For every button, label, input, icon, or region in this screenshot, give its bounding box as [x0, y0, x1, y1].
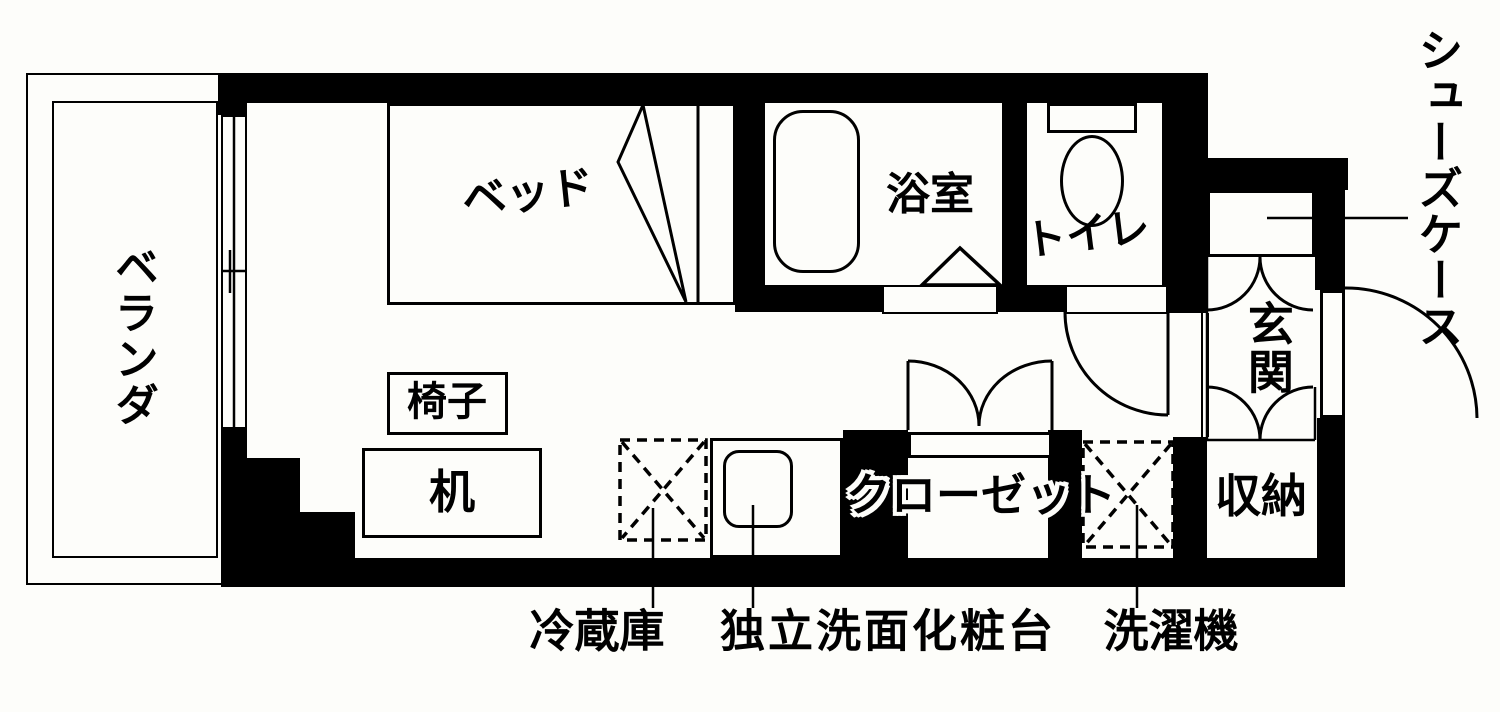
- bath-doorway: [882, 285, 998, 314]
- label-storage: 収納: [1215, 469, 1307, 524]
- toilet-tank: [1047, 103, 1137, 133]
- wall-genkan-top: [1208, 158, 1348, 190]
- wall-window-stub: [218, 101, 247, 115]
- wall-basin-closet: [843, 430, 908, 558]
- wall-step-c: [221, 512, 355, 558]
- closet-door-arc-right: [977, 359, 1053, 427]
- wall-bath-left: [735, 103, 765, 312]
- label-closet: クローゼット: [845, 468, 1117, 522]
- wall-bath-toilet: [1002, 103, 1027, 312]
- chair-box: [387, 372, 508, 435]
- wall-washer-storage: [1173, 437, 1207, 558]
- desk-box: [362, 448, 542, 538]
- label-bathroom: 浴室: [886, 169, 974, 221]
- label-desk: 机: [429, 465, 475, 520]
- toilet-door-arc: [1063, 311, 1169, 417]
- wall-closet-washer: [1048, 430, 1082, 558]
- veranda-inner-rail: [52, 101, 218, 558]
- wall-east-upper: [1315, 190, 1345, 290]
- label-veranda: ベランダ: [106, 244, 158, 428]
- window-sliding: [221, 115, 247, 429]
- closet-door-arc-left: [907, 359, 981, 427]
- shoe-case: [1207, 190, 1315, 257]
- wall-step-b: [221, 458, 300, 512]
- toilet-doorway: [1065, 285, 1168, 314]
- label-washing-machine: 洗濯機: [1103, 604, 1239, 658]
- refrigerator-symbol: [618, 438, 708, 542]
- wall-step-a: [221, 429, 247, 458]
- bath-door-triangle: [917, 245, 1005, 287]
- label-entrance: 玄関: [1240, 300, 1295, 396]
- washbasin-sink: [723, 450, 793, 528]
- closet-door-frame: [908, 432, 1052, 458]
- wall-toilet-right: [1162, 103, 1208, 313]
- wall-bottom: [221, 558, 1345, 587]
- label-refrigerator: 冷蔵庫: [529, 604, 665, 658]
- label-toilet: トイレ: [1021, 201, 1153, 266]
- toilet-bowl: [1060, 135, 1124, 227]
- label-chair: 椅子: [407, 379, 487, 426]
- label-shoe-case: シューズケース: [1410, 27, 1464, 349]
- label-washbasin: 独立洗面化粧台: [719, 604, 1057, 658]
- wall-top: [218, 73, 1208, 103]
- bathtub: [773, 110, 860, 273]
- front-door-leaf: [1320, 290, 1345, 418]
